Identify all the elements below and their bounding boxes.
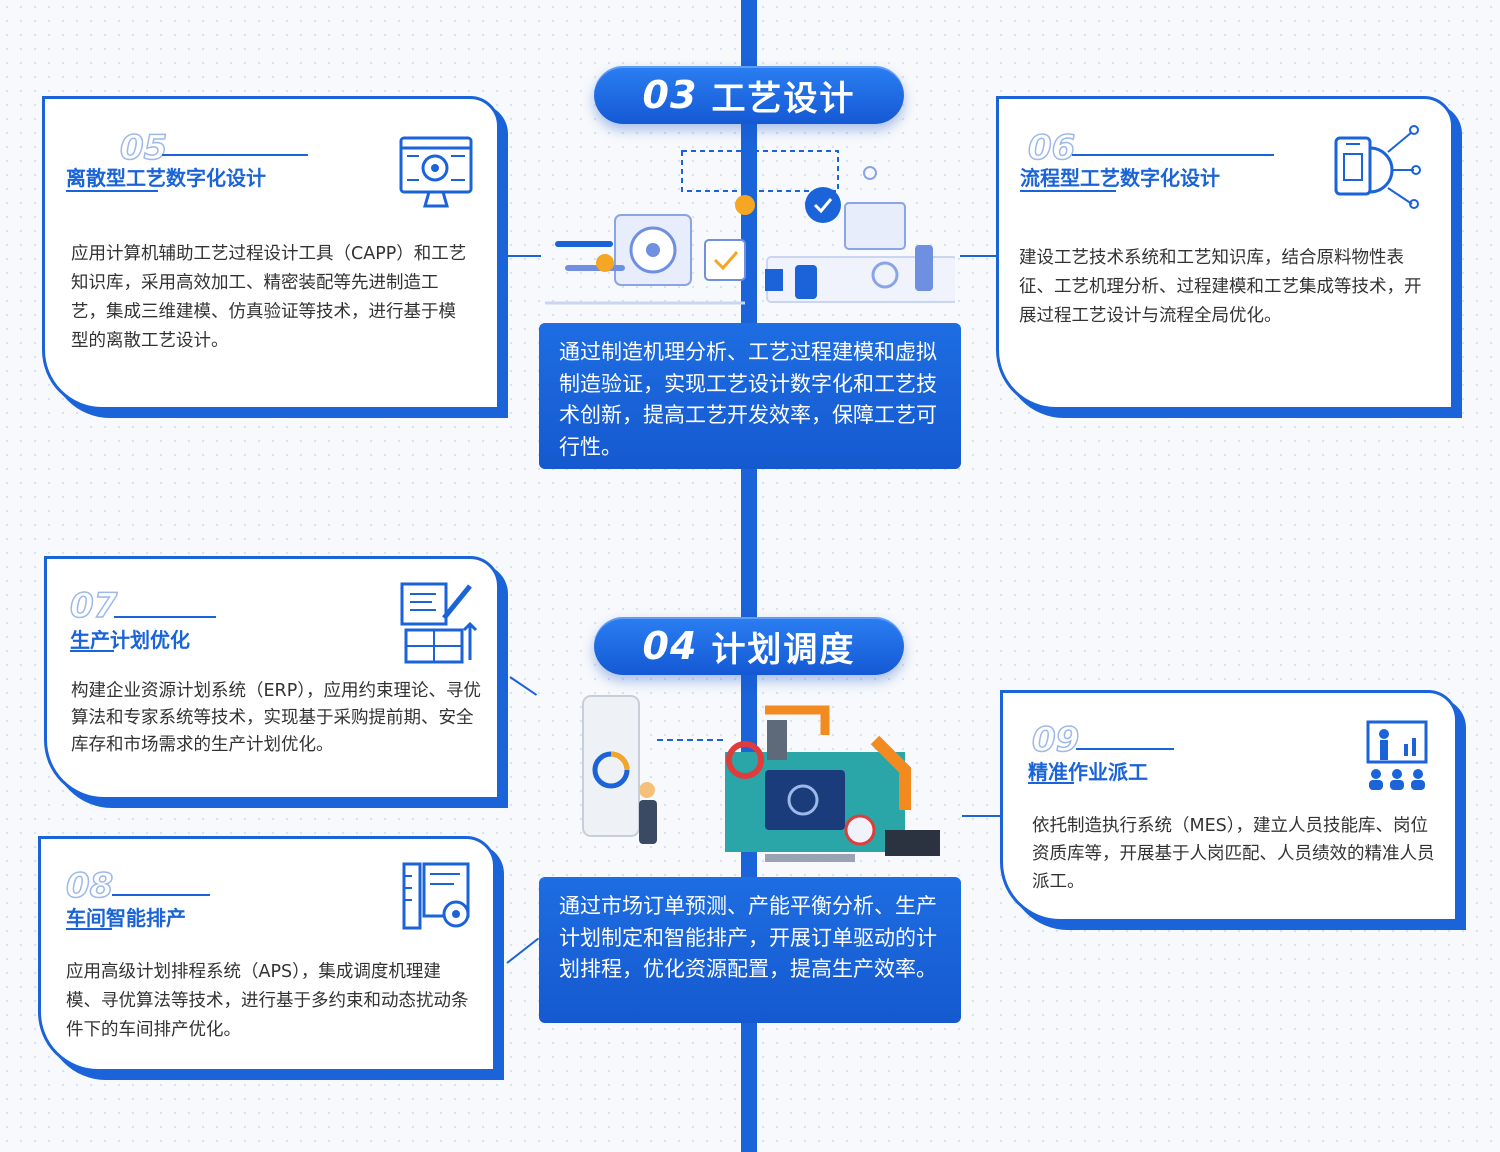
section-number: 03 <box>642 73 698 117</box>
section-badge-04: 04 计划调度 <box>594 617 904 675</box>
presentation-team-icon <box>1366 720 1428 790</box>
section-description-03: 通过制造机理分析、工艺过程建模和虚拟制造验证，实现工艺设计数字化和工艺技术创新，… <box>539 323 961 469</box>
connector-05 <box>505 255 541 257</box>
gear-monitor-icon <box>399 136 473 208</box>
planning-scheduling-illustration <box>582 695 940 862</box>
card-number: 09 <box>1031 719 1080 761</box>
connector-09 <box>962 815 1002 817</box>
ruler-gear-icon <box>402 862 470 930</box>
card-title: 生产计划优化 <box>70 628 190 652</box>
card-07: 07 生产计划优化 构建企业资源计划系统（ERP），应用约束理论、寻优算法和专家… <box>44 556 508 808</box>
card-title: 车间智能排产 <box>66 906 186 930</box>
section-badge-03: 03 工艺设计 <box>594 66 904 124</box>
card-06: 06 流程型工艺数字化设计 建设工艺技术系统和工艺知识库，结合原料物性表征、工艺… <box>996 96 1462 418</box>
card-title: 精准作业派工 <box>1028 760 1148 784</box>
card-number: 05 <box>119 127 168 169</box>
card-number: 06 <box>1027 127 1076 169</box>
card-description: 构建企业资源计划系统（ERP），应用约束理论、寻优算法和专家系统等技术，实现基于… <box>71 681 482 755</box>
card-description: 依托制造执行系统（MES），建立人员技能库、岗位资质库等，开展基于人岗匹配、人员… <box>1032 816 1435 892</box>
card-title: 流程型工艺数字化设计 <box>1020 166 1220 190</box>
section-description-04: 通过市场订单预测、产能平衡分析、生产计划制定和智能排产，开展订单驱动的计划排程，… <box>539 877 961 1023</box>
section-title: 工艺设计 <box>711 78 856 119</box>
card-number: 08 <box>65 865 114 907</box>
card-description: 应用高级计划排程系统（APS），集成调度机理建模、寻优算法等技术，进行基于多约束… <box>66 962 469 1040</box>
phone-circuit-icon <box>1334 125 1421 209</box>
card-description: 建设工艺技术系统和工艺知识库，结合原料物性表征、工艺机理分析、过程建模和工艺集成… <box>1019 248 1422 326</box>
card-09: 09 精准作业派工 依托制造执行系统（MES），建立人员技能库、岗位资质库等，开… <box>1000 690 1466 930</box>
card-title: 离散型工艺数字化设计 <box>66 166 266 190</box>
card-08: 08 车间智能排产 应用高级计划排程系统（APS），集成调度机理建模、寻优算法等… <box>38 836 504 1080</box>
section-number: 04 <box>642 624 698 668</box>
card-number: 07 <box>69 585 118 627</box>
connector-07 <box>509 676 538 696</box>
section-title: 计划调度 <box>711 629 856 670</box>
plan-document-icon <box>400 582 478 664</box>
process-design-illustration <box>545 150 955 305</box>
card-05: 05 离散型工艺数字化设计 应用计算机辅助工艺过程设计工具（CAPP）和工艺知识… <box>42 96 508 418</box>
connector-06 <box>960 255 998 257</box>
card-description: 应用计算机辅助工艺过程设计工具（CAPP）和工艺知识库，采用高效加工、精密装配等… <box>71 244 467 351</box>
connector-08 <box>506 937 540 964</box>
timeline-spine <box>741 0 757 1152</box>
